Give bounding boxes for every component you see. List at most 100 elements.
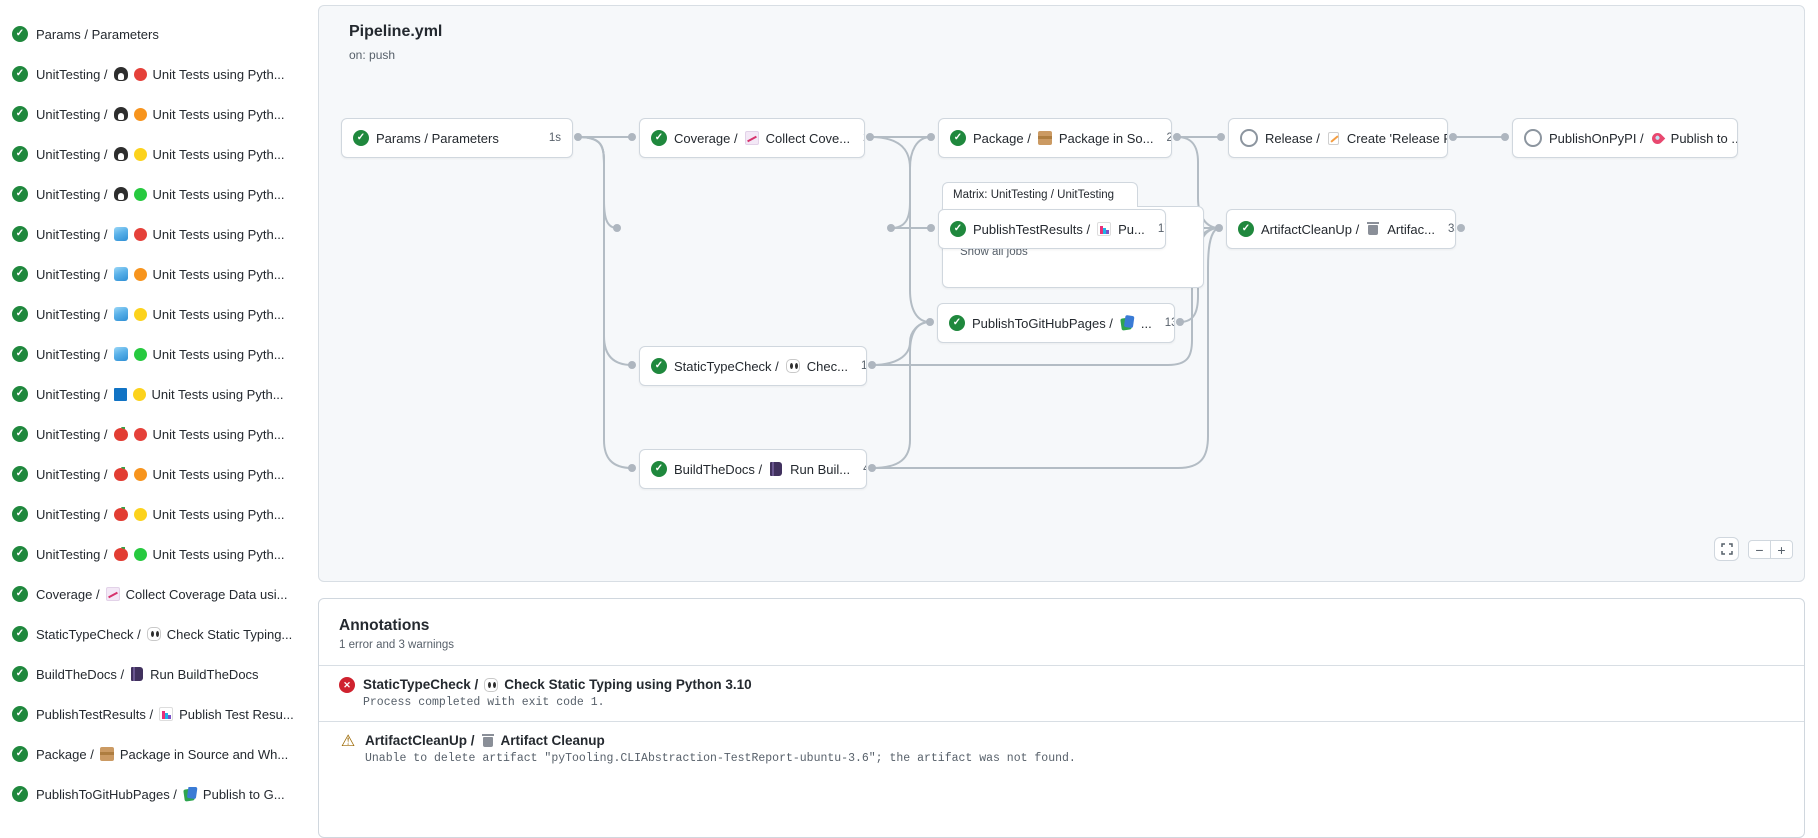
edge-stc-to-acu xyxy=(872,227,1220,366)
sidebar-job-item[interactable]: Params / Parameters xyxy=(0,14,308,54)
sidebar-job-item[interactable]: Coverage /Collect Coverage Data usi... xyxy=(0,574,308,614)
job-name: Release / xyxy=(1265,130,1320,146)
sidebar-job-item[interactable]: Package /Package in Source and Wh... xyxy=(0,734,308,774)
matrix-group-tab: Matrix: UnitTesting / UnitTesting xyxy=(942,182,1138,207)
edge-port-dot xyxy=(1176,318,1184,326)
edge-package-to-acu xyxy=(1176,136,1220,229)
macos-icon xyxy=(113,466,128,481)
sidebar-job-label: Coverage /Collect Coverage Data usi... xyxy=(36,587,287,602)
job-name: PublishToGitHubPages / xyxy=(36,786,177,802)
python-orange-icon xyxy=(133,107,147,121)
pipeline-node-ptr[interactable]: PublishTestResults /Pu...17s xyxy=(938,209,1166,249)
job-name: PublishOnPyPI / xyxy=(1549,130,1644,146)
edge-port-dot xyxy=(1173,133,1181,141)
edge-port-dot xyxy=(887,224,895,232)
job-name: UnitTesting / xyxy=(36,506,108,522)
sidebar-job-item[interactable]: PublishTestResults /Publish Test Resu... xyxy=(0,694,308,734)
edge-port-dot xyxy=(927,133,935,141)
sidebar-job-label: UnitTesting /Unit Tests using Pyth... xyxy=(36,347,285,362)
success-icon xyxy=(12,706,28,722)
step-name: Pu... xyxy=(1118,221,1145,237)
sidebar-job-item[interactable]: UnitTesting /Unit Tests using Pyth... xyxy=(0,94,308,134)
chart-increasing-icon xyxy=(105,587,120,601)
sidebar-job-item[interactable]: UnitTesting /Unit Tests using Pyth... xyxy=(0,134,308,174)
notebook-icon xyxy=(770,462,783,476)
job-name: UnitTesting / xyxy=(36,306,108,322)
annotation-detail: Unable to delete artifact "pyTooling.CLI… xyxy=(365,752,1076,765)
annotations-card: Annotations 1 error and 3 warnings Stati… xyxy=(318,598,1805,838)
show-all-jobs-link[interactable]: Show all jobs xyxy=(960,246,1028,258)
edge-coverage-to-ptghp xyxy=(869,136,931,323)
python-yellow-icon xyxy=(133,147,147,161)
annotation-title-link[interactable]: StaticTypeCheck /Check Static Typing usi… xyxy=(363,677,752,692)
sidebar-job-label: Package /Package in Source and Wh... xyxy=(36,747,288,762)
job-name: Coverage / xyxy=(36,586,100,602)
step-name: Unit Tests using Pyth... xyxy=(152,546,285,562)
pipeline-node-btd[interactable]: BuildTheDocs /Run Buil...47s xyxy=(639,449,867,489)
job-name: PublishToGitHubPages / xyxy=(972,315,1113,331)
sidebar-job-item[interactable]: StaticTypeCheck /Check Static Typing... xyxy=(0,614,308,654)
edge-port-dot xyxy=(1457,224,1465,232)
job-name: StaticTypeCheck / xyxy=(36,626,141,642)
python-red-icon xyxy=(133,67,147,81)
sidebar-job-label: UnitTesting /Unit Tests using Pyth... xyxy=(36,187,285,202)
step-name: Publish to ... xyxy=(1670,130,1738,146)
sidebar-job-label: UnitTesting /Unit Tests using Pyth... xyxy=(36,107,285,122)
sidebar-job-item[interactable]: UnitTesting /Unit Tests using Pyth... xyxy=(0,494,308,534)
step-name: Unit Tests using Pyth... xyxy=(152,186,285,202)
python-red-icon xyxy=(133,227,147,241)
python-yellow-icon xyxy=(133,507,147,521)
windows-cube-icon xyxy=(113,307,128,321)
pipeline-node-acu[interactable]: ArtifactCleanUp /Artifac...3s xyxy=(1226,209,1456,249)
sidebar-job-item[interactable]: UnitTesting /Unit Tests using Pyth... xyxy=(0,254,308,294)
fullscreen-button[interactable] xyxy=(1714,537,1739,561)
sidebar-job-label: UnitTesting /Unit Tests using Pyth... xyxy=(36,546,285,562)
job-duration: 13s xyxy=(860,360,867,372)
annotations-title: Annotations xyxy=(339,617,430,634)
job-duration: 25s xyxy=(1161,132,1172,144)
success-icon xyxy=(12,346,28,362)
python-orange-icon xyxy=(133,467,147,481)
sidebar-job-item[interactable]: UnitTesting /Unit Tests using Pyth... xyxy=(0,174,308,214)
package-icon xyxy=(99,747,114,761)
pipeline-node-stc[interactable]: StaticTypeCheck /Chec...13s xyxy=(639,346,867,386)
success-icon xyxy=(12,506,28,522)
success-icon xyxy=(949,315,965,331)
sidebar-job-item[interactable]: UnitTesting /Unit Tests using Pyth... xyxy=(0,374,308,414)
success-icon xyxy=(12,586,28,602)
step-name: Artifact Cleanup xyxy=(500,733,605,748)
sidebar-job-item[interactable]: UnitTesting /Unit Tests using Pyth... xyxy=(0,534,308,574)
pipeline-node-ptghp[interactable]: PublishToGitHubPages /...13s xyxy=(937,303,1175,343)
zoom-out-button[interactable]: − xyxy=(1748,540,1771,559)
success-icon xyxy=(12,626,28,642)
pipeline-node-package[interactable]: Package /Package in So...25s xyxy=(938,118,1172,158)
sidebar-job-item[interactable]: UnitTesting /Unit Tests using Pyth... xyxy=(0,294,308,334)
sidebar-job-item[interactable]: UnitTesting /Unit Tests using Pyth... xyxy=(0,214,308,254)
annotation-title-link[interactable]: ArtifactCleanUp /Artifact Cleanup xyxy=(365,733,1076,748)
zoom-in-button[interactable]: + xyxy=(1770,540,1793,559)
pipeline-node-coverage[interactable]: Coverage /Collect Cove...25s xyxy=(639,118,865,158)
pipeline-node-release[interactable]: Release /Create 'Release P... xyxy=(1228,118,1448,158)
python-yellow-icon xyxy=(132,387,146,401)
sidebar-job-item[interactable]: UnitTesting /Unit Tests using Pyth... xyxy=(0,334,308,374)
job-name: Params / Parameters xyxy=(36,26,159,42)
sidebar-job-item[interactable]: UnitTesting /Unit Tests using Pyth... xyxy=(0,454,308,494)
step-name: Publish Test Resu... xyxy=(179,706,294,722)
sidebar-job-item[interactable]: PublishToGitHubPages /Publish to G... xyxy=(0,774,308,814)
step-name: Unit Tests using Pyth... xyxy=(151,386,284,402)
pipeline-node-pypi[interactable]: PublishOnPyPI / Publish to ... xyxy=(1512,118,1738,158)
job-name: UnitTesting / xyxy=(36,346,108,362)
memo-icon xyxy=(1327,131,1339,145)
sidebar-job-item[interactable]: UnitTesting /Unit Tests using Pyth... xyxy=(0,414,308,454)
edge-params-to-matrix xyxy=(577,136,618,229)
success-icon xyxy=(12,306,28,322)
sidebar-job-label: UnitTesting /Unit Tests using Pyth... xyxy=(36,67,285,82)
python-yellow-icon xyxy=(133,307,147,321)
linux-icon xyxy=(113,147,128,161)
python-orange-icon xyxy=(133,267,147,281)
step-name: Artifac... xyxy=(1387,221,1435,237)
success-icon xyxy=(353,130,369,146)
sidebar-job-item[interactable]: BuildTheDocs /Run BuildTheDocs xyxy=(0,654,308,694)
sidebar-job-item[interactable]: UnitTesting /Unit Tests using Pyth... xyxy=(0,54,308,94)
